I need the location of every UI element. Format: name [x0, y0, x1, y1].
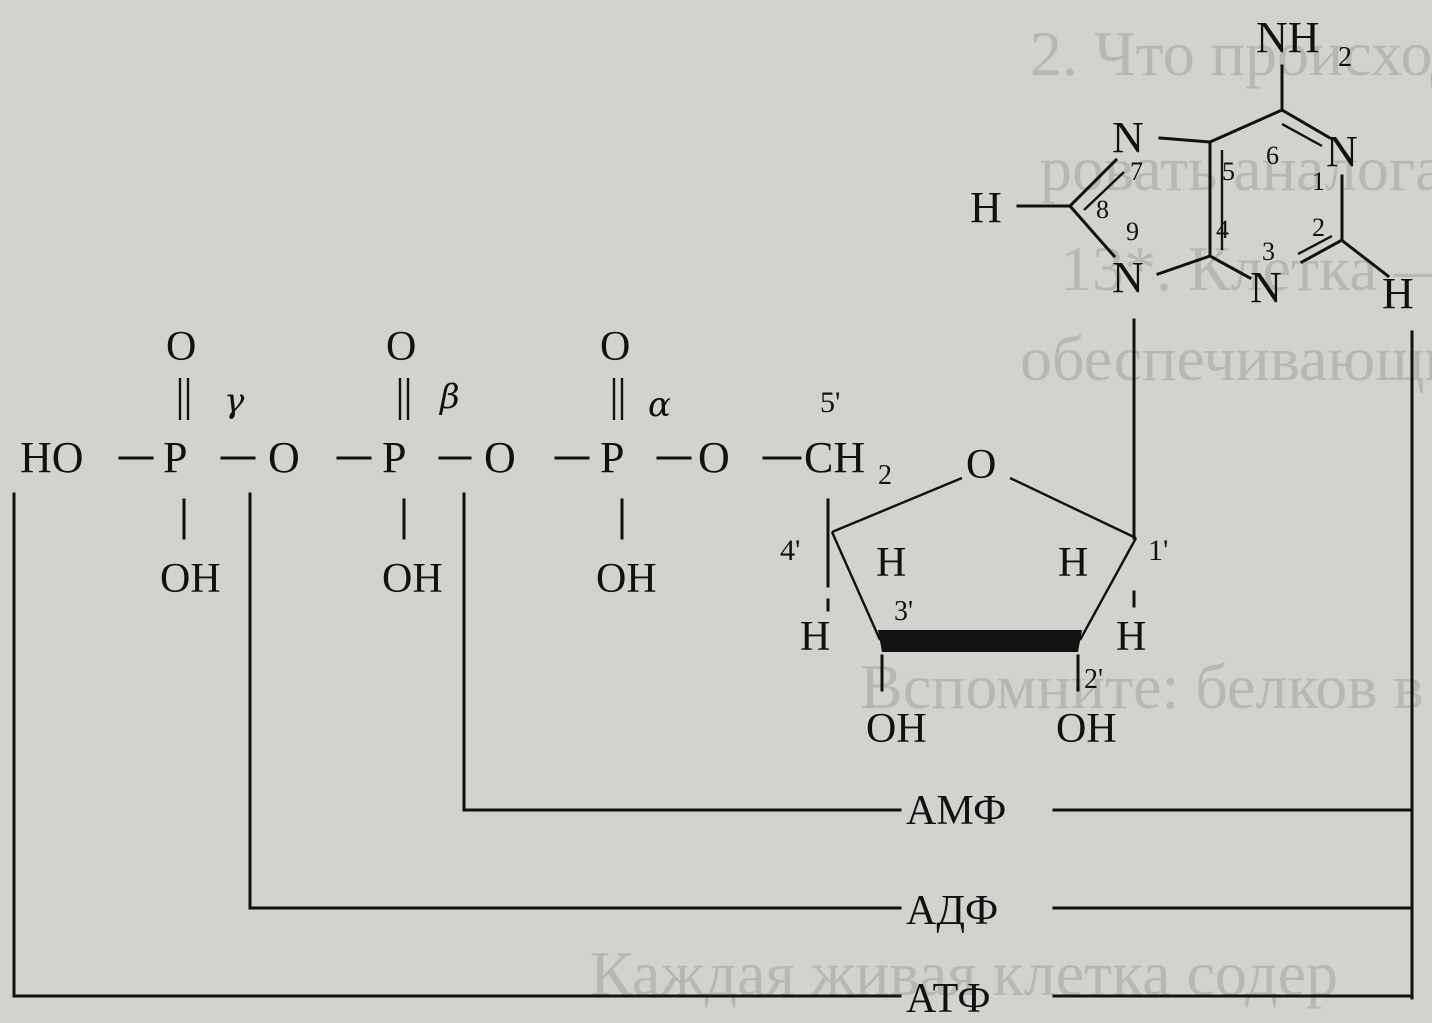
ch2-subscript: 2: [878, 460, 892, 491]
bond-c2-h: [1341, 239, 1391, 279]
pos-2-prime: 2': [1084, 664, 1103, 695]
bond-c4-c3: [830, 531, 882, 641]
ring-num-2: 2: [1312, 213, 1325, 242]
ring-num-5: 5: [1222, 157, 1235, 186]
ring-num-8: 8: [1096, 195, 1109, 224]
bg-line-1: 2. Что происходит с клет: [1030, 18, 1432, 89]
p-beta: P: [382, 433, 406, 482]
bond-c8-n9: [1067, 203, 1117, 259]
bond-n9-c4: [1156, 254, 1212, 276]
ring-num-4: 4: [1216, 215, 1229, 244]
bg-line-4: обеспечивающие ее целостн: [1020, 323, 1432, 394]
bond-c4-o: [831, 476, 963, 534]
p-gamma: P: [163, 433, 187, 482]
n3-label: N: [1250, 263, 1282, 312]
bond-c3-c2-bold: [878, 630, 1082, 652]
ribose: 5' CH 2 4' O H H 3' 1' H H 2' OH OH: [780, 318, 1168, 752]
pos-4-prime: 4': [780, 534, 800, 567]
h-c4: H: [800, 614, 830, 660]
bond-n3-c4: [1207, 253, 1253, 281]
bond-c5-c6: [1208, 108, 1284, 144]
h-c3-top: H: [876, 540, 906, 586]
oh-gamma: OH: [160, 556, 221, 602]
o-top-beta: O: [386, 324, 416, 370]
oh-beta: OH: [382, 556, 443, 602]
ring-num-3: 3: [1262, 237, 1275, 266]
bond-c2-n3-double: [1297, 234, 1333, 256]
h-c1: H: [1116, 614, 1146, 660]
o-bridge-3: O: [698, 433, 730, 482]
bond-c5-n7: [1158, 136, 1212, 144]
brackets: АМФ АДФ АТФ: [12, 330, 1414, 1022]
nh2-subscript: 2: [1338, 42, 1352, 73]
bond-c6-n1: [1279, 107, 1333, 141]
o-bridge-2: O: [484, 433, 516, 482]
adenine: NH 2 N N H N N H 1 2 3 4 5 6: [970, 13, 1414, 318]
h-c2-top: H: [1058, 540, 1088, 586]
o-top-gamma: O: [166, 324, 196, 370]
ring-oxygen: O: [966, 442, 996, 488]
ring-num-6: 6: [1266, 141, 1279, 170]
h-c2: H: [1382, 269, 1414, 318]
bg-line-5: Вспомните: белков в жи: [860, 651, 1432, 722]
bond-o-c1: [1009, 476, 1137, 540]
n1-label: N: [1326, 127, 1358, 176]
atp-label: АТФ: [906, 976, 991, 1022]
adp-label: АДФ: [906, 888, 998, 934]
pos-3-prime: 3': [894, 596, 913, 627]
ho-label: HO: [20, 433, 84, 482]
p-alpha: P: [600, 433, 624, 482]
amp-label: АМФ: [906, 788, 1006, 834]
bg-line-2: ровать аналогам или ка: [1040, 133, 1432, 204]
ring-num-9: 9: [1126, 217, 1139, 246]
bond-n7-c8: [1067, 157, 1119, 209]
bond-c2-n3: [1299, 237, 1345, 265]
ring-num-7: 7: [1130, 157, 1143, 186]
bond-n7-c8-double: [1083, 171, 1125, 211]
oh-c2: OH: [1056, 706, 1117, 752]
n9-label: N: [1112, 253, 1144, 302]
n7-label: N: [1112, 113, 1144, 162]
gamma-label: γ: [224, 381, 245, 421]
bond-c6-n1-double: [1281, 122, 1323, 148]
h-c8: H: [970, 183, 1002, 232]
triphosphate-chain: HO P O γ OH O P O β OH O P O α OH O: [20, 324, 802, 602]
oh-alpha: OH: [596, 556, 657, 602]
o-bridge-1: O: [268, 433, 300, 482]
o-top-alpha: O: [600, 324, 630, 370]
oh-c3: OH: [866, 706, 927, 752]
ch2-label: CH: [804, 433, 865, 482]
pos-5-prime: 5': [820, 386, 840, 419]
pos-1-prime: 1': [1148, 534, 1168, 567]
bond-c1-c2: [1078, 537, 1138, 641]
beta-label: β: [438, 377, 460, 417]
ring-num-1: 1: [1312, 167, 1325, 196]
background-text: 2. Что происходит с клет ровать аналогам…: [590, 18, 1432, 1009]
nh2-label: NH: [1256, 13, 1320, 62]
bg-line-3: 13*. Клетка — это биосист: [1060, 233, 1432, 304]
alpha-label: α: [648, 385, 671, 425]
